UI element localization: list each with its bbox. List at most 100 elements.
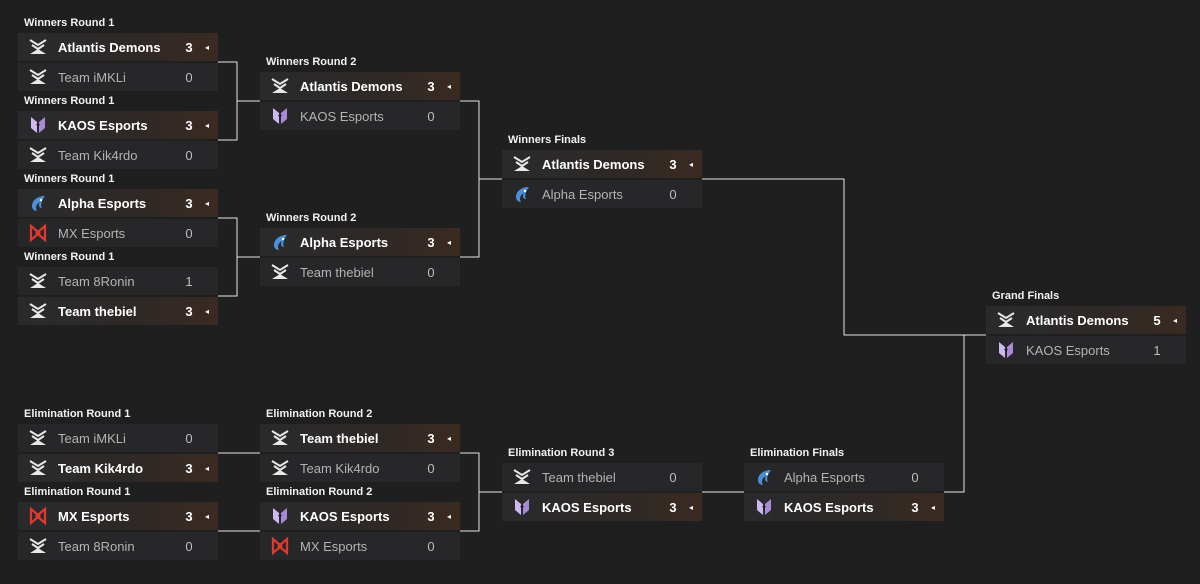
kaos-logo-icon	[996, 340, 1016, 360]
winner-caret-icon: ◂	[204, 42, 209, 52]
team-score: 5	[1153, 312, 1161, 328]
team-score: 3	[185, 508, 193, 524]
team-score: 3	[185, 117, 193, 133]
team-logo-icon	[28, 271, 48, 291]
team-name: Team 8Ronin	[58, 538, 135, 554]
winner-caret-icon: ◂	[446, 433, 451, 443]
team-name: Team thebiel	[58, 303, 137, 319]
team-name: Team iMKLi	[58, 69, 126, 85]
connector-line	[460, 452, 480, 532]
team-score: 0	[185, 147, 193, 163]
team-logo-icon	[270, 428, 290, 448]
team-name: KAOS Esports	[784, 499, 874, 515]
team-row[interactable]: Atlantis Demons 5 ◂	[986, 306, 1186, 334]
team-name: Team thebiel	[542, 469, 616, 485]
match-title: Grand Finals	[992, 290, 1060, 302]
team-score: 3	[427, 430, 435, 446]
winner-caret-icon: ◂	[930, 502, 935, 512]
alpha-logo-icon	[512, 184, 532, 204]
team-name: Atlantis Demons	[1026, 312, 1129, 328]
team-score: 3	[427, 508, 435, 524]
team-name: Alpha Esports	[542, 186, 623, 202]
team-logo-icon	[512, 467, 532, 487]
team-score: 0	[669, 469, 677, 485]
team-logo-icon	[270, 458, 290, 478]
atlantis-logo-icon	[996, 310, 1016, 330]
atlantis-logo-icon	[512, 154, 532, 174]
team-score: 3	[185, 39, 193, 55]
team-row[interactable]: Team Kik4rdo 0	[18, 141, 218, 169]
team-name: Alpha Esports	[58, 195, 147, 211]
team-name: Team iMKLi	[58, 430, 126, 446]
team-name: Team Kik4rdo	[58, 147, 138, 163]
connector-line	[702, 178, 986, 336]
team-name: Team thebiel	[300, 264, 374, 280]
winner-caret-icon: ◂	[204, 306, 209, 316]
team-score: 0	[911, 469, 919, 485]
team-logo-icon	[28, 67, 48, 87]
team-logo-icon	[28, 301, 48, 321]
match-title: Elimination Round 2	[266, 408, 373, 420]
team-score: 0	[185, 225, 193, 241]
match-elimination-round-2-a[interactable]: Elimination Round 2 Team thebiel 3 ◂ Team Ki…	[260, 408, 460, 484]
kaos-logo-icon	[512, 497, 532, 517]
team-name: MX Esports	[300, 538, 368, 554]
winner-caret-icon: ◂	[446, 511, 451, 521]
team-name: Team thebiel	[300, 430, 379, 446]
team-name: KAOS Esports	[1026, 342, 1110, 358]
team-row[interactable]: Team thebiel 0	[502, 463, 702, 491]
team-row[interactable]: Team thebiel 3 ◂	[260, 424, 460, 452]
winner-caret-icon: ◂	[204, 463, 209, 473]
team-name: KAOS Esports	[542, 499, 632, 515]
team-logo-icon	[28, 145, 48, 165]
team-row[interactable]: KAOS Esports 3 ◂	[502, 493, 702, 521]
match-title: Winners Finals	[508, 134, 587, 146]
team-name: Team Kik4rdo	[300, 460, 380, 476]
match-title: Elimination Finals	[750, 447, 845, 459]
match-title: Elimination Round 1	[24, 486, 131, 498]
winner-caret-icon: ◂	[1172, 315, 1177, 325]
alpha-logo-icon	[28, 193, 48, 213]
team-name: Alpha Esports	[300, 234, 389, 250]
connector-line	[944, 334, 986, 493]
team-score: 3	[669, 499, 677, 515]
winner-caret-icon: ◂	[688, 502, 693, 512]
alpha-logo-icon	[270, 232, 290, 252]
